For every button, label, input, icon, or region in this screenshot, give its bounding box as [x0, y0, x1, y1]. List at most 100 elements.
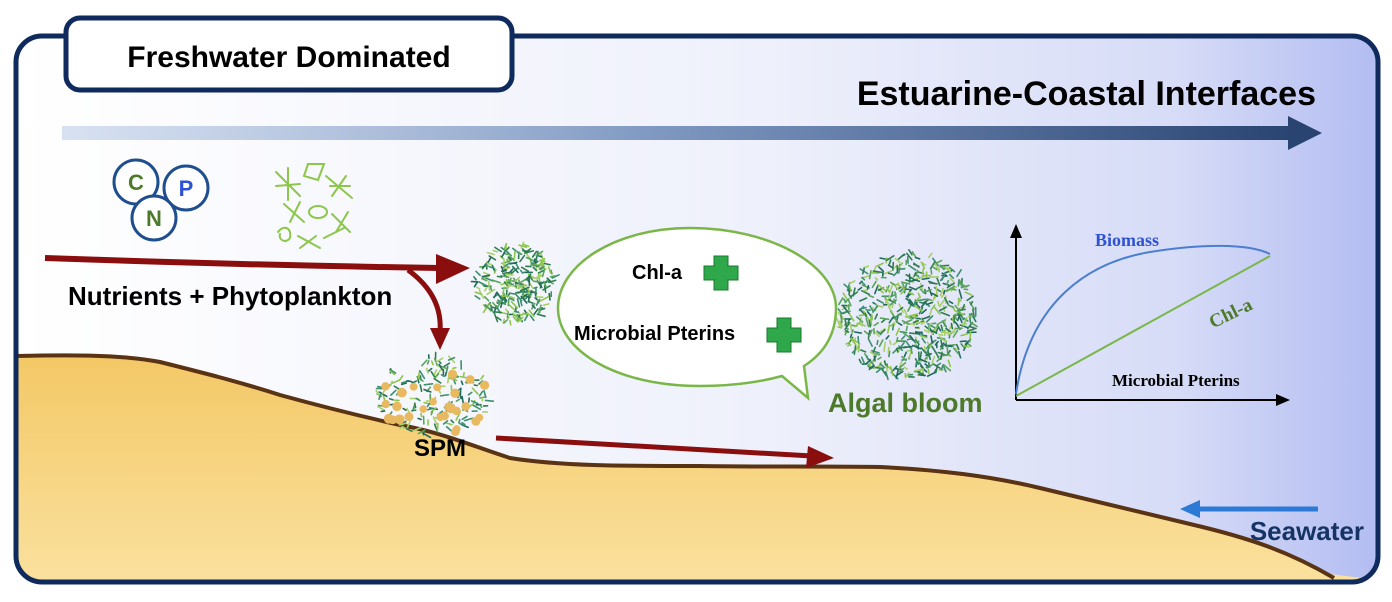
- plankton-cell: [542, 280, 548, 289]
- plankton-cell: [957, 299, 960, 306]
- plankton-cell: [458, 418, 461, 424]
- plankton-cell: [943, 366, 947, 373]
- plankton-cell: [876, 330, 882, 336]
- plankton-cell: [909, 334, 916, 343]
- plankton-cell: [540, 295, 550, 302]
- plankton-cell: [920, 334, 928, 337]
- plankton-cell: [949, 277, 955, 283]
- plankton-cell: [887, 346, 890, 354]
- plankton-cell: [946, 285, 955, 292]
- plankton-cell: [487, 280, 491, 291]
- plankton-cell: [921, 268, 925, 274]
- plankton-cell: [873, 355, 876, 362]
- plankton-cell: [886, 324, 891, 334]
- plankton-cell: [869, 305, 874, 313]
- plankton-cell: [925, 346, 930, 355]
- plankton-cell: [939, 351, 943, 360]
- plankton-cell: [539, 266, 545, 270]
- plankton-cell: [483, 389, 487, 399]
- plankton-cell: [941, 272, 947, 281]
- plankton-cell: [463, 417, 474, 422]
- plankton-cell: [905, 297, 913, 304]
- spm-particle: [381, 399, 390, 409]
- plankton-cell: [504, 271, 514, 274]
- plankton-cell: [860, 280, 866, 286]
- plankton-cell: [844, 321, 851, 331]
- spm-particle: [471, 416, 481, 426]
- plankton-cell: [931, 356, 936, 364]
- plankton-cell: [872, 305, 879, 314]
- plankton-cell: [869, 364, 875, 370]
- plankton-cell: [927, 252, 933, 259]
- nitrogen-circle: [130, 194, 178, 242]
- plankton-cell: [933, 306, 941, 315]
- plankton-cell: [543, 262, 551, 266]
- plankton-cell: [488, 265, 496, 270]
- seawater-label: Seawater: [1250, 516, 1364, 546]
- plankton-cell: [878, 266, 885, 273]
- plankton-cell: [956, 269, 962, 278]
- plankton-cell: [897, 262, 904, 269]
- plankton-cell: [496, 299, 503, 309]
- plankton-cell: [507, 284, 515, 287]
- plankton-cell: [913, 368, 924, 372]
- plankton-cell: [968, 301, 975, 310]
- plankton-cell: [874, 277, 879, 281]
- plankton-cell: [954, 304, 960, 311]
- plankton-cell: [520, 295, 528, 304]
- plankton-cell: [912, 278, 921, 283]
- plankton-cell: [897, 345, 907, 350]
- plankton-cell: [459, 375, 468, 379]
- plankton-cell: [462, 372, 465, 377]
- spm-particle: [479, 380, 490, 390]
- plankton-cell: [415, 397, 421, 402]
- plankton-cell: [860, 349, 867, 353]
- plankton-cell: [911, 251, 917, 258]
- plankton-cell: [872, 364, 882, 370]
- bubble-chl-label: Chl-a: [632, 262, 683, 284]
- plankton-cell: [895, 327, 901, 336]
- plankton-cell: [930, 335, 934, 344]
- plankton-cell: [838, 311, 847, 315]
- plankton-cell: [935, 364, 939, 374]
- plankton-cell: [931, 345, 937, 354]
- plankton-cell: [892, 271, 898, 277]
- carbon-letter: C: [128, 170, 144, 195]
- plankton-cell: [481, 274, 491, 278]
- plankton-cell: [402, 407, 407, 411]
- plankton-cell: [888, 283, 894, 294]
- plankton-cell: [459, 422, 465, 427]
- plankton-cell: [928, 322, 931, 332]
- plankton-cell: [930, 304, 936, 311]
- plankton-cell: [516, 298, 521, 308]
- plankton-cell: [896, 306, 904, 313]
- plankton-cell: [526, 311, 531, 317]
- plankton-cell: [848, 293, 853, 299]
- plankton-cell: [905, 279, 912, 283]
- biomass-curve: [1015, 244, 1271, 395]
- plankton-cell: [904, 315, 913, 319]
- plankton-cell: [533, 262, 536, 267]
- plankton-cell: [423, 388, 432, 393]
- plankton-cell: [958, 289, 963, 299]
- plankton-cell: [907, 304, 912, 312]
- plankton-cell: [905, 340, 913, 350]
- plankton-cell: [839, 320, 843, 328]
- plankton-cell: [920, 347, 927, 354]
- plankton-cell: [523, 309, 528, 314]
- algal-bloom-label: Algal bloom: [828, 388, 983, 418]
- plankton-cell: [958, 282, 968, 288]
- plankton-cell: [492, 249, 499, 253]
- plankton-cell: [884, 298, 892, 307]
- plankton-cell: [500, 274, 510, 279]
- plankton-cell: [922, 288, 932, 294]
- plankton-cell: [906, 337, 913, 341]
- plankton-cell: [905, 349, 911, 353]
- plankton-cell: [868, 361, 872, 367]
- plankton-cell: [447, 376, 450, 384]
- plankton-cell: [935, 328, 939, 333]
- plus-icon: [703, 255, 739, 291]
- plankton-cell: [411, 409, 417, 412]
- inset-graph: Biomass Chl-a Microbial Pterins: [1010, 224, 1290, 406]
- plankton-cell: [852, 287, 856, 297]
